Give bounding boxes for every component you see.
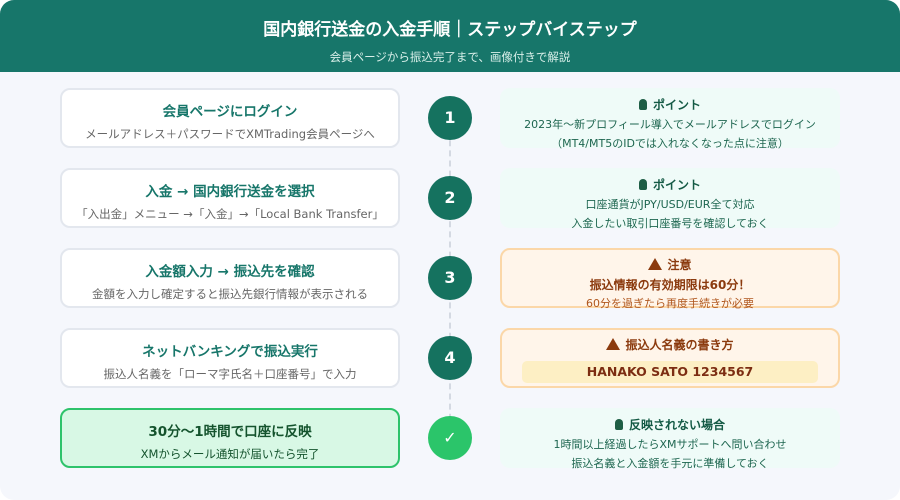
header: 国内銀行送金の入金手順｜ステップバイステップ 会員ページから振込完了まで、画像付…	[0, 0, 900, 72]
note-line: 60分を過ぎたら再度手続きが必要	[586, 297, 754, 310]
note-heading: 振込人名義の書き方	[625, 338, 734, 352]
name-format-card: 振込人名義の書き方 HANAKO SATO 1234567	[500, 328, 840, 388]
step-desc: 「入出金」メニュー →「入金」→「Local Bank Transfer」	[76, 207, 384, 221]
note-line: （MT4/MT5のIDでは入れなくなった点に注意）	[551, 137, 789, 150]
step-number-3: 3	[428, 256, 472, 300]
note-card-1: ポイント 2023年〜新プロフィール導入でメールアドレスでログイン （MT4/M…	[500, 88, 840, 150]
name-example: HANAKO SATO 1234567	[522, 361, 818, 383]
note-card-5: 反映されない場合 1時間以上経過したらXMサポートへ問い合わせ 振込名義と入金額…	[500, 408, 840, 470]
step-card-3: 入金額入力 → 振込先を確認金額を入力し確定すると振込先銀行情報が表示される	[60, 248, 400, 308]
lightbulb-icon	[638, 179, 647, 190]
page-subtitle: 会員ページから振込完了まで、画像付きで解説	[329, 50, 571, 64]
step-number-4: 4	[428, 336, 472, 380]
warning-icon	[648, 258, 663, 270]
step-desc: XMからメール通知が届いたら完了	[140, 447, 320, 461]
step-title: 会員ページにログイン	[162, 104, 298, 120]
step-number-2: 2	[428, 176, 472, 220]
note-heading: 注意	[667, 258, 692, 272]
step-desc: メールアドレス＋パスワードでXMTrading会員ページへ	[85, 127, 375, 141]
step-card-1: 会員ページにログインメールアドレス＋パスワードでXMTrading会員ページへ	[60, 88, 400, 148]
page-title: 国内銀行送金の入金手順｜ステップバイステップ	[263, 20, 637, 40]
note-card-2: ポイント 口座通貨がJPY/USD/EUR全て対応 入金したい取引口座番号を確認…	[500, 168, 840, 230]
step-desc: 振込人名義を「ローマ字氏名＋口座番号」で入力	[103, 367, 357, 381]
step-card-2: 入金 → 国内銀行送金を選択「入出金」メニュー →「入金」→「Local Ban…	[60, 168, 400, 228]
check-icon: ✓	[428, 416, 472, 460]
warning-card: 注意 振込情報の有効期限は60分！ 60分を過ぎたら再度手続きが必要	[500, 248, 840, 310]
step-card-4: ネットバンキングで振込実行振込人名義を「ローマ字氏名＋口座番号」で入力	[60, 328, 400, 388]
note-line: 入金したい取引口座番号を確認しておく	[571, 217, 769, 230]
note-line: 振込名義と入金額を手元に準備しておく	[571, 457, 769, 470]
step-number-1: 1	[428, 96, 472, 140]
step-card-complete: 30分〜1時間で口座に反映 XMからメール通知が届いたら完了	[60, 408, 400, 468]
step-title: 入金 → 国内銀行送金を選択	[145, 184, 315, 200]
step-desc: 金額を入力し確定すると振込先銀行情報が表示される	[92, 287, 368, 301]
note-line: 1時間以上経過したらXMサポートへ問い合わせ	[553, 438, 787, 451]
note-line: 口座通貨がJPY/USD/EUR全て対応	[585, 198, 755, 211]
step-title: 30分〜1時間で口座に反映	[148, 424, 312, 440]
note-line: 振込情報の有効期限は60分！	[589, 278, 751, 292]
lightbulb-icon	[614, 419, 623, 430]
note-line: 2023年〜新プロフィール導入でメールアドレスでログイン	[524, 118, 816, 131]
step-title: 入金額入力 → 振込先を確認	[145, 264, 315, 280]
note-heading: ポイント	[652, 98, 701, 112]
lightbulb-icon	[638, 99, 647, 110]
warning-icon	[606, 338, 621, 350]
note-heading: ポイント	[652, 178, 701, 192]
note-heading: 反映されない場合	[628, 418, 725, 432]
step-title: ネットバンキングで振込実行	[142, 344, 318, 360]
